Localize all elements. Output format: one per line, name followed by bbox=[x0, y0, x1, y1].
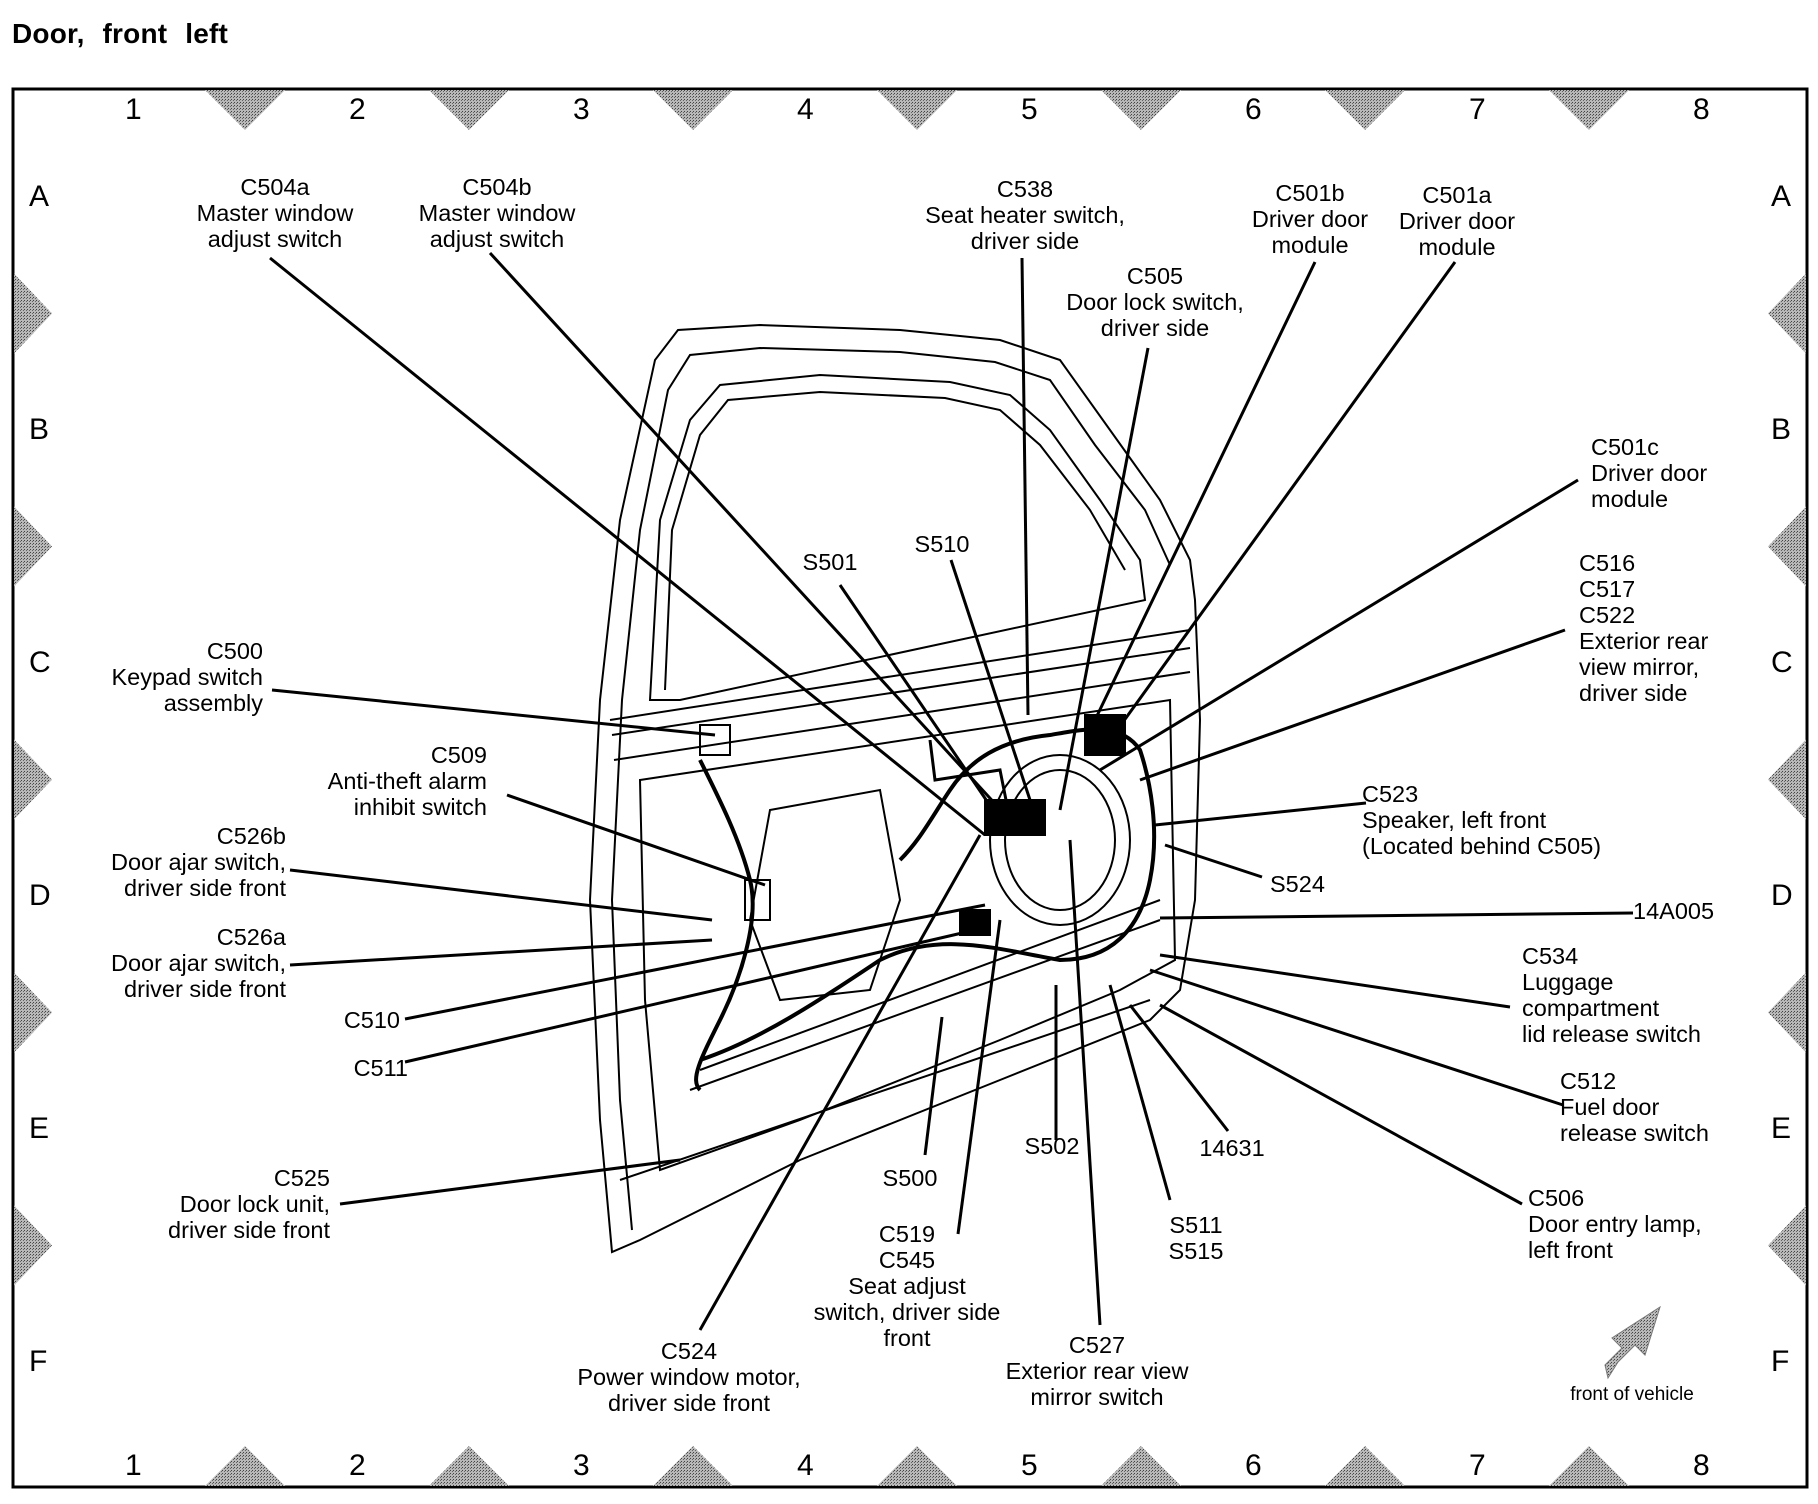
callout-c510: C510 bbox=[343, 1007, 400, 1033]
row-label-right-D: D bbox=[1771, 879, 1793, 912]
door-outer-frame bbox=[588, 323, 1202, 1254]
callout-c506: C506 Door entry lamp, left front bbox=[1528, 1185, 1702, 1263]
callout-c526a: C526a Door ajar switch, driver side fron… bbox=[111, 924, 286, 1002]
grid-marker-right bbox=[1768, 273, 1806, 354]
grid-marker-top bbox=[1325, 90, 1405, 130]
column-label-bottom-4: 4 bbox=[797, 1449, 814, 1482]
grid-marker-top bbox=[429, 90, 509, 130]
door-illustration bbox=[588, 323, 1202, 1254]
callout-c524: C524 Power window motor, driver side fro… bbox=[577, 1338, 801, 1416]
grid-marker-bottom bbox=[205, 1446, 285, 1486]
callout-c519-c545: C519 C545 Seat adjust switch, driver sid… bbox=[813, 1221, 1001, 1351]
grid-frame bbox=[11, 87, 1809, 1489]
callout-c512: C512 Fuel door release switch bbox=[1560, 1068, 1709, 1146]
callout-c534: C534 Luggage compartment lid release swi… bbox=[1522, 943, 1701, 1047]
grid-marker-right bbox=[1768, 1205, 1806, 1286]
callout-c501b: C501b Driver door module bbox=[1251, 180, 1369, 258]
grid-marker-left bbox=[14, 506, 52, 587]
grid-marker-top bbox=[1549, 90, 1629, 130]
row-label-right-E: E bbox=[1771, 1112, 1792, 1145]
row-label-right-B: B bbox=[1771, 413, 1792, 446]
grid-marker-right bbox=[1768, 506, 1806, 587]
column-label-top-7: 7 bbox=[1469, 93, 1486, 126]
column-label-bottom-7: 7 bbox=[1469, 1449, 1486, 1482]
row-label-left-F: F bbox=[29, 1345, 48, 1378]
row-label-left-E: E bbox=[29, 1112, 50, 1145]
callout-c509: C509 Anti-theft alarm inhibit switch bbox=[327, 742, 487, 820]
grid-marker-right bbox=[1768, 972, 1806, 1053]
lower-rail bbox=[619, 999, 1151, 1181]
callout-c501a: C501a Driver door module bbox=[1398, 182, 1516, 260]
speaker-opening bbox=[989, 754, 1131, 926]
callout-c526b: C526b Door ajar switch, driver side fron… bbox=[111, 823, 286, 901]
callout-c538: C538 Seat heater switch, driver side bbox=[925, 176, 1125, 254]
front-of-vehicle-label: front of vehicle bbox=[1570, 1384, 1694, 1405]
grid-marker-top bbox=[205, 90, 285, 130]
column-label-top-4: 4 bbox=[797, 93, 814, 126]
grid-markers bbox=[14, 90, 1806, 1486]
leader-lines bbox=[269, 251, 1634, 1331]
column-label-top-8: 8 bbox=[1693, 93, 1710, 126]
callout-c504b: C504b Master window adjust switch bbox=[418, 174, 576, 252]
grid-marker-bottom bbox=[653, 1446, 733, 1486]
callout-c527: C527 Exterior rear view mirror switch bbox=[1005, 1332, 1189, 1410]
column-label-bottom-2: 2 bbox=[349, 1449, 366, 1482]
grid-marker-bottom bbox=[877, 1446, 957, 1486]
column-label-bottom-6: 6 bbox=[1245, 1449, 1262, 1482]
grid-marker-right bbox=[1768, 739, 1806, 820]
grid-marker-top bbox=[653, 90, 733, 130]
grid-marker-bottom bbox=[1101, 1446, 1181, 1486]
grid-marker-left bbox=[14, 739, 52, 820]
callout-c523: C523 Speaker, left front (Located behind… bbox=[1362, 781, 1602, 859]
row-label-left-D: D bbox=[29, 879, 51, 912]
callout-14a005: 14A005 bbox=[1633, 898, 1715, 924]
inner-panel bbox=[638, 698, 1177, 1172]
row-label-right-C: C bbox=[1771, 646, 1793, 679]
grid-marker-left bbox=[14, 1205, 52, 1286]
row-label-right-A: A bbox=[1771, 180, 1792, 213]
callout-c501c: C501c Driver door module bbox=[1591, 434, 1708, 512]
callout-s510: S510 bbox=[914, 531, 970, 557]
callout-c500: C500 Keypad switch assembly bbox=[111, 638, 263, 716]
callout-s501: S501 bbox=[802, 549, 858, 575]
connector-block bbox=[1084, 714, 1126, 756]
row-label-left-B: B bbox=[29, 413, 50, 446]
grid-marker-left bbox=[14, 972, 52, 1053]
column-label-top-2: 2 bbox=[349, 93, 366, 126]
callout-s500: S500 bbox=[882, 1165, 938, 1191]
callout-c505: C505 Door lock switch, driver side bbox=[1066, 263, 1244, 341]
grid-marker-left bbox=[14, 273, 52, 354]
column-label-bottom-5: 5 bbox=[1021, 1449, 1038, 1482]
front-of-vehicle-arrow-icon bbox=[1604, 1305, 1661, 1380]
column-label-bottom-3: 3 bbox=[573, 1449, 590, 1482]
column-label-top-5: 5 bbox=[1021, 93, 1038, 126]
harness-main bbox=[699, 727, 1157, 1062]
window-opening bbox=[648, 373, 1147, 701]
grid-marker-bottom bbox=[429, 1446, 509, 1486]
access-hole bbox=[748, 788, 902, 1002]
column-label-top-6: 6 bbox=[1245, 93, 1262, 126]
grid-marker-top bbox=[877, 90, 957, 130]
grid-marker-bottom bbox=[1325, 1446, 1405, 1486]
callout-c516-c517-c522: C516 C517 C522 Exterior rear view mirror… bbox=[1579, 550, 1709, 706]
row-label-left-C: C bbox=[29, 646, 51, 679]
grid-marker-top bbox=[1101, 90, 1181, 130]
callout-s502: S502 bbox=[1024, 1133, 1080, 1159]
callout-14631: 14631 bbox=[1199, 1135, 1265, 1161]
grid-marker-bottom bbox=[1549, 1446, 1629, 1486]
column-label-top-3: 3 bbox=[573, 93, 590, 126]
row-label-left-A: A bbox=[29, 180, 50, 213]
callout-c511: C511 bbox=[353, 1055, 408, 1081]
callout-c504a: C504a Master window adjust switch bbox=[196, 174, 354, 252]
column-label-bottom-1: 1 bbox=[125, 1449, 142, 1482]
column-label-bottom-8: 8 bbox=[1693, 1449, 1710, 1482]
column-label-top-1: 1 bbox=[125, 93, 142, 126]
callout-s511-s515: S511 S515 bbox=[1168, 1212, 1224, 1264]
page-title: Door, front left bbox=[12, 18, 229, 49]
callout-s524: S524 bbox=[1270, 871, 1325, 897]
callout-c525: C525 Door lock unit, driver side front bbox=[168, 1165, 330, 1243]
row-label-right-F: F bbox=[1771, 1345, 1790, 1378]
